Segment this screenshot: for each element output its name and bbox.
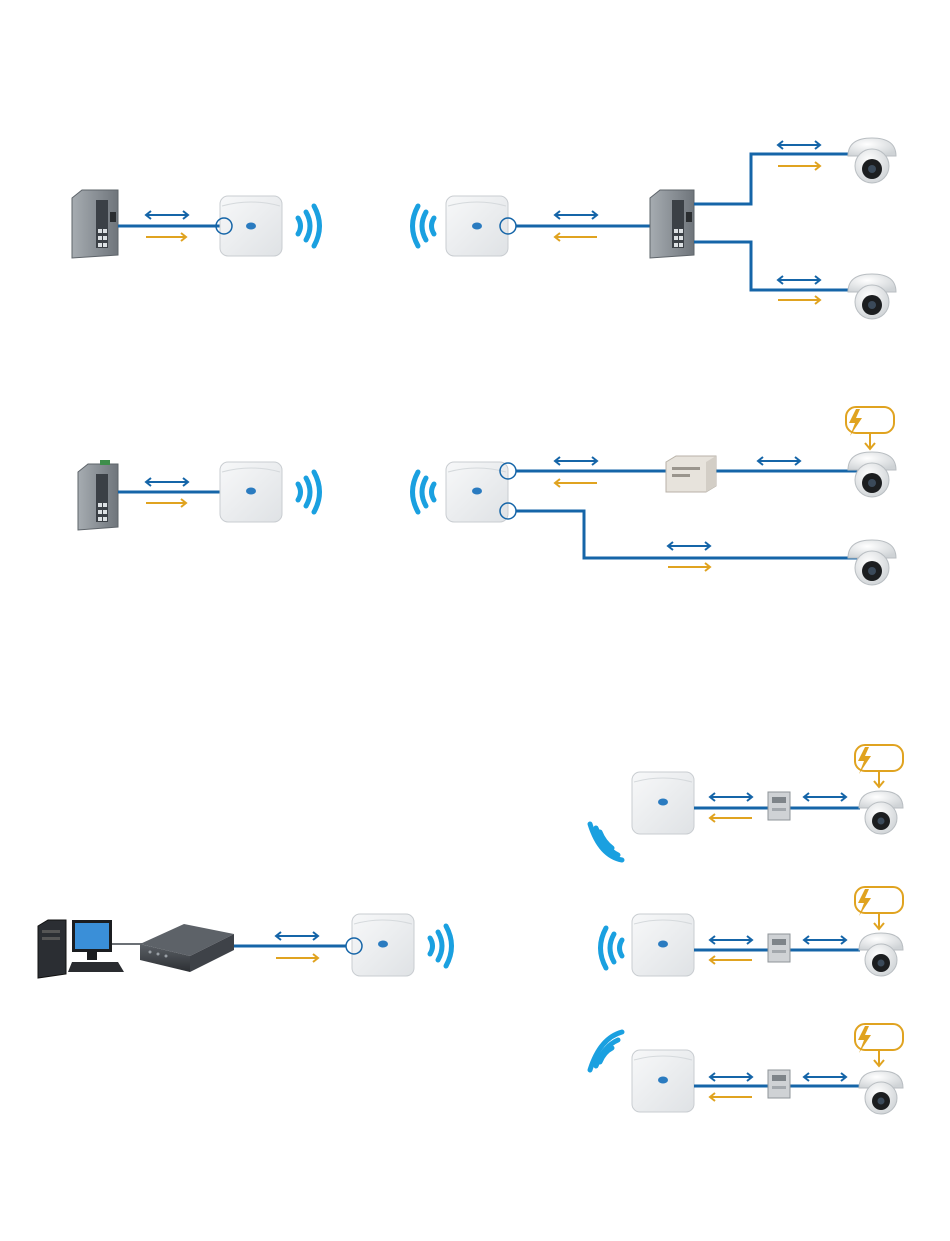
access-point-icon xyxy=(632,1050,694,1112)
cable xyxy=(694,154,858,204)
power-arrow-icon xyxy=(778,296,820,304)
poe-splitter-icon xyxy=(768,792,790,820)
access-point-icon xyxy=(632,772,694,834)
data-arrow-icon xyxy=(804,936,846,944)
wifi-waves-icon xyxy=(590,824,622,860)
power-arrow-icon xyxy=(668,563,710,571)
data-arrow-icon xyxy=(146,478,188,486)
data-arrow-icon xyxy=(276,932,318,940)
industrial-switch-icon xyxy=(78,460,118,530)
access-point-icon xyxy=(446,196,508,256)
wifi-waves-icon xyxy=(298,472,320,512)
data-arrow-icon xyxy=(668,542,710,550)
data-arrow-icon xyxy=(710,936,752,944)
industrial-switch-icon xyxy=(650,190,694,258)
lightning-icon xyxy=(855,745,903,787)
poe-splitter-icon xyxy=(768,934,790,962)
power-arrow-icon xyxy=(276,954,318,962)
data-arrow-icon xyxy=(555,211,597,219)
scenario-3 xyxy=(38,745,903,1114)
data-arrow-icon xyxy=(555,457,597,465)
data-arrow-icon xyxy=(804,1073,846,1081)
lightning-icon xyxy=(855,1024,903,1066)
dome-camera-icon xyxy=(848,452,896,497)
poe-injector-icon xyxy=(666,456,716,492)
wifi-waves-icon xyxy=(601,928,623,968)
data-arrow-icon xyxy=(778,276,820,284)
cable xyxy=(694,242,858,290)
dome-camera-icon xyxy=(859,1071,903,1114)
dome-camera-icon xyxy=(848,540,896,585)
lightning-icon xyxy=(855,887,903,929)
workstation-icon xyxy=(38,920,124,978)
power-arrow-icon xyxy=(146,499,186,507)
access-point-icon xyxy=(220,462,282,522)
data-arrow-icon xyxy=(146,211,188,219)
access-point-icon xyxy=(446,462,508,522)
data-arrow-icon xyxy=(758,457,800,465)
power-arrow-icon xyxy=(555,233,597,241)
dome-camera-icon xyxy=(859,791,903,834)
nvr-recorder-icon xyxy=(140,924,234,972)
dome-camera-icon xyxy=(848,138,896,183)
power-arrow-icon xyxy=(146,233,186,241)
cable xyxy=(516,511,858,558)
data-arrow-icon xyxy=(778,141,820,149)
scenario-1 xyxy=(72,138,896,319)
data-arrow-icon xyxy=(710,1073,752,1081)
poe-splitter-icon xyxy=(768,1070,790,1098)
dome-camera-icon xyxy=(859,933,903,976)
access-point-icon xyxy=(632,914,694,976)
power-arrow-icon xyxy=(555,479,597,487)
industrial-switch-icon xyxy=(72,190,118,258)
lightning-icon xyxy=(846,407,894,449)
data-arrow-icon xyxy=(710,793,752,801)
wifi-waves-icon xyxy=(298,206,320,246)
power-arrow-icon xyxy=(778,162,820,170)
wifi-waves-icon xyxy=(413,206,435,246)
power-arrow-icon xyxy=(710,814,752,822)
access-point-icon xyxy=(220,196,282,256)
scenario-2 xyxy=(78,407,896,585)
wifi-waves-icon xyxy=(413,472,435,512)
wifi-waves-icon xyxy=(590,1032,622,1070)
power-arrow-icon xyxy=(710,1093,752,1101)
wifi-waves-icon xyxy=(430,926,452,966)
dome-camera-icon xyxy=(848,274,896,319)
power-arrow-icon xyxy=(710,956,752,964)
data-arrow-icon xyxy=(804,793,846,801)
